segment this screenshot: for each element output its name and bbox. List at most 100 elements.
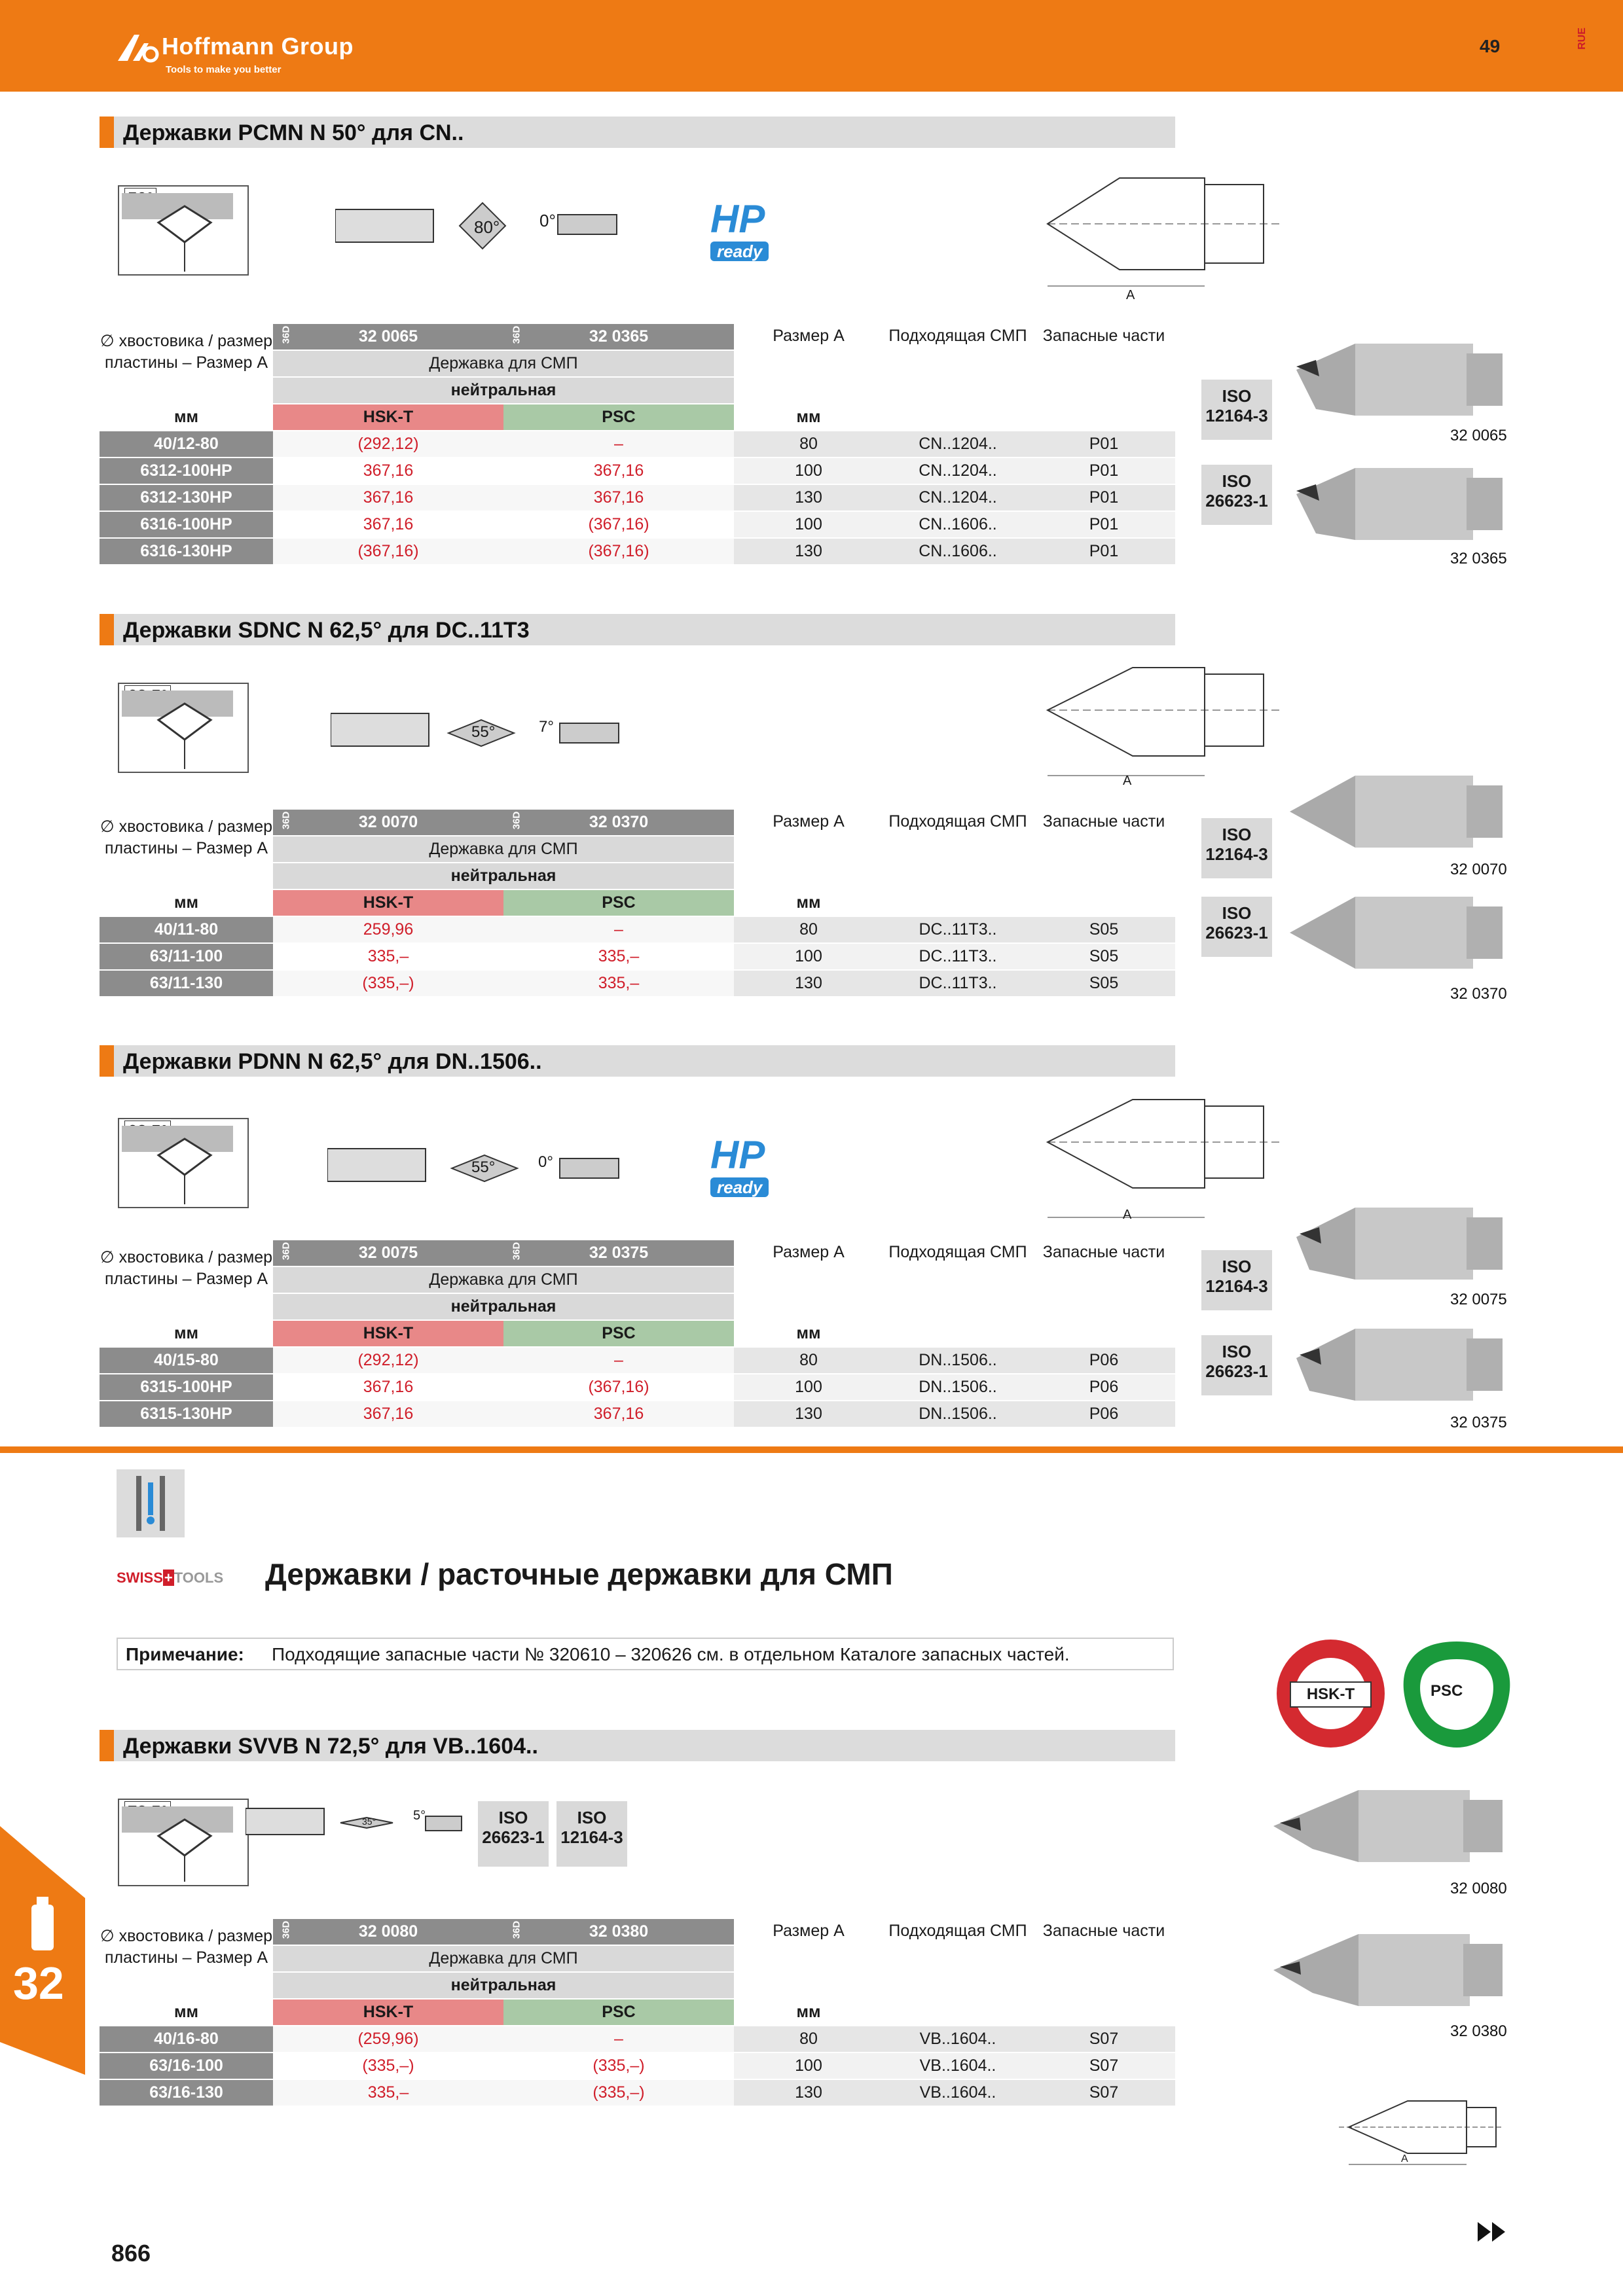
angle-diagram-3: 62,5° [118, 1118, 249, 1208]
header-bar [0, 0, 1623, 92]
price-psc: 367,16 [503, 484, 734, 512]
col-hsk: HSK-T [273, 1999, 503, 2026]
price-psc: 335,– [503, 943, 734, 971]
size-a: 80 [734, 916, 883, 944]
angle-diagram-2: 62,5° [118, 683, 249, 773]
internal-boring-icon [136, 1476, 165, 1531]
col-header-insert: Подходящая СМП [883, 810, 1032, 890]
insert-type: CN..1204.. [883, 457, 1032, 485]
brand-tagline: Tools to make you better [166, 64, 282, 75]
note-text: Подходящие запасные части № 320610 – 320… [272, 1644, 1070, 1664]
section-title-4: Державки SVVB N 72,5° для VB..1604.. [123, 1734, 538, 1759]
brand-tools: TOOLS [173, 1570, 224, 1586]
size-a: 100 [734, 943, 883, 971]
section-title-3: Державки PDNN N 62,5° для DN..1506.. [123, 1049, 542, 1074]
price-hsk: 335,– [273, 943, 503, 971]
price-psc: – [503, 2026, 734, 2053]
row-label: 6312-100HP [100, 457, 273, 485]
unit-mm: мм [100, 889, 273, 917]
photo-part-no: 32 0365 [1450, 550, 1507, 567]
col-header-shank: ∅ хвостовика / размер пластины – Размер … [100, 810, 273, 890]
size-a: 130 [734, 538, 883, 565]
row-label: 63/16-130 [100, 2079, 273, 2107]
photo-part-no: 32 0075 [1450, 1291, 1507, 1308]
col-header-size: Размер А [734, 1240, 883, 1321]
insert-icons-2: 55° 7° [330, 704, 645, 766]
tool-photo-hsk-icon [1296, 1208, 1503, 1280]
dim-label-3: A [1123, 1208, 1132, 1222]
insert-angle-3: 55° [471, 1158, 496, 1176]
tool-photo-psc-icon [1273, 1934, 1503, 2006]
price-psc: (367,16) [503, 538, 734, 565]
chapter-tab[interactable] [0, 1826, 85, 2075]
price-psc: – [503, 916, 734, 944]
clearance-angle-2: 7° [539, 718, 554, 736]
row-label: 63/11-130 [100, 970, 273, 997]
section-accent [100, 614, 114, 645]
clearance-angle-1: 0° [539, 211, 556, 230]
note-box: Примечание: Подходящие запасные части № … [117, 1638, 1174, 1670]
size-a: 80 [734, 431, 883, 458]
insert-type: CN..1606.. [883, 538, 1032, 565]
tool-photo-hsk-icon [1290, 776, 1503, 848]
col-header-spare: Запасные части [1032, 1919, 1175, 2000]
insert-type: DC..11T3.. [883, 970, 1032, 997]
section-title-bar-1: Державки PCMN N 50° для CN.. [100, 117, 1175, 148]
badge-label: HSK-T [1290, 1681, 1372, 1708]
photo-part-no: 32 0080 [1450, 1880, 1507, 1897]
tool-photo-psc-icon [1290, 897, 1503, 969]
brand-logo[interactable]: Hoffmann Group Tools to make you better [115, 25, 390, 84]
row-label: 6312-130HP [100, 484, 273, 512]
col-hsk: HSK-T [273, 1320, 503, 1348]
size-a: 100 [734, 511, 883, 539]
price-psc: (335,–) [503, 2079, 734, 2107]
brand-swiss: SWISS [117, 1570, 163, 1586]
insert-type: CN..1606.. [883, 511, 1032, 539]
article-number: 32 0380 [589, 1922, 649, 1941]
dim-label-1: A [1126, 288, 1135, 302]
size-a: 100 [734, 1374, 883, 1401]
spare-parts: S05 [1032, 970, 1175, 997]
insert-angle-2: 55° [471, 723, 496, 741]
fast-forward-icon[interactable] [1476, 2219, 1509, 2245]
col-hsk: HSK-T [273, 404, 503, 431]
spare-parts: S05 [1032, 943, 1175, 971]
iso-label: ISO [1222, 825, 1252, 844]
dimension-drawing-4 [1339, 2100, 1503, 2165]
price-psc: (367,16) [503, 1374, 734, 1401]
insert-type: DN..1506.. [883, 1374, 1032, 1401]
subhead-holder: Державка для СМП [273, 350, 734, 378]
spec-table-2: ∅ хвостовика / размер пластины – Размер … [100, 810, 1175, 997]
note-label: Примечание: [126, 1644, 244, 1664]
size-a: 80 [734, 2026, 883, 2053]
psc-badge-icon [1403, 1641, 1510, 1748]
col-psc: PSC [503, 1320, 734, 1348]
spare-parts: S07 [1032, 2079, 1175, 2107]
size-a: 80 [734, 1347, 883, 1374]
price-hsk: 367,16 [273, 484, 503, 512]
insert-angle-4: 35° [362, 1816, 376, 1827]
size-a: 130 [734, 484, 883, 512]
page-number-top: 49 [1480, 36, 1501, 56]
insert-icons-3: 55° 0° [327, 1139, 642, 1201]
iso-number: 26623-1 [1205, 1361, 1268, 1381]
article-number: 32 0075 [358, 1244, 418, 1262]
price-psc: – [503, 1347, 734, 1374]
price-psc: – [503, 431, 734, 458]
hoffmann-logo-icon [118, 35, 159, 63]
row-label: 40/12-80 [100, 431, 273, 458]
price-hsk: (335,–) [273, 2053, 503, 2080]
col-header-shank: ∅ хвостовика / размер пластины – Размер … [100, 1919, 273, 2000]
dimension-drawing-1 [1046, 177, 1283, 287]
col-header-size: Размер А [734, 810, 883, 890]
unit-mm: мм [100, 404, 273, 431]
